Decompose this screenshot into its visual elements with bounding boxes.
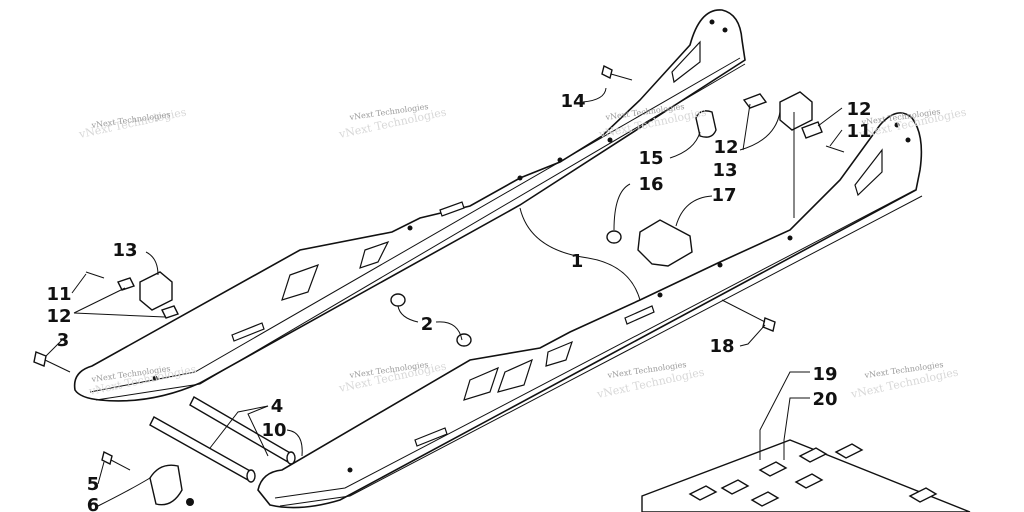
washer <box>390 293 406 307</box>
pin-11 <box>825 145 845 153</box>
callout-2: 2 <box>421 314 434 335</box>
callout-12-mid: 12 <box>713 137 738 158</box>
callout-19: 19 <box>812 364 837 385</box>
nut <box>186 498 194 506</box>
callout-15: 15 <box>638 148 663 169</box>
washer <box>456 333 472 347</box>
far-slide-rail <box>73 9 746 402</box>
clip-12 <box>161 305 179 319</box>
callout-1: 1 <box>571 251 584 272</box>
callout-16: 16 <box>638 174 663 195</box>
bracket-17 <box>637 219 693 267</box>
callout-6: 6 <box>87 495 100 512</box>
bolt-14 <box>601 64 633 81</box>
callout-18: 18 <box>709 336 734 357</box>
clip-12 <box>117 277 135 291</box>
pin-11 <box>85 271 105 279</box>
bolt-18 <box>721 299 776 332</box>
clip-12 <box>801 121 823 139</box>
track-19 <box>641 439 971 512</box>
callout-5: 5 <box>87 474 100 495</box>
wear-slider-6 <box>149 464 183 506</box>
stop-block-13-right <box>779 91 813 131</box>
bolt-3 <box>33 351 71 373</box>
nut-16 <box>606 230 622 244</box>
clip-12 <box>742 93 768 109</box>
callout-10: 10 <box>261 420 286 441</box>
callout-4: 4 <box>271 396 284 417</box>
spacer-15 <box>695 110 717 138</box>
near-slide-rail <box>257 112 923 509</box>
callout-14: 14 <box>560 91 585 112</box>
stop-block-13-left <box>139 271 173 311</box>
callout-12-right: 12 <box>846 99 871 120</box>
callout-17: 17 <box>711 185 736 206</box>
cross-shaft <box>149 396 296 483</box>
bolt-5 <box>101 450 131 471</box>
callout-20: 20 <box>812 389 837 410</box>
callout-12-left: 12 <box>46 306 71 327</box>
callout-13-right: 13 <box>712 160 737 181</box>
leader-lines <box>45 87 843 507</box>
callout-11-left: 11 <box>46 284 71 305</box>
callout-11-right: 11 <box>846 121 871 142</box>
callout-3: 3 <box>57 330 70 351</box>
callout-13-left: 13 <box>112 240 137 261</box>
